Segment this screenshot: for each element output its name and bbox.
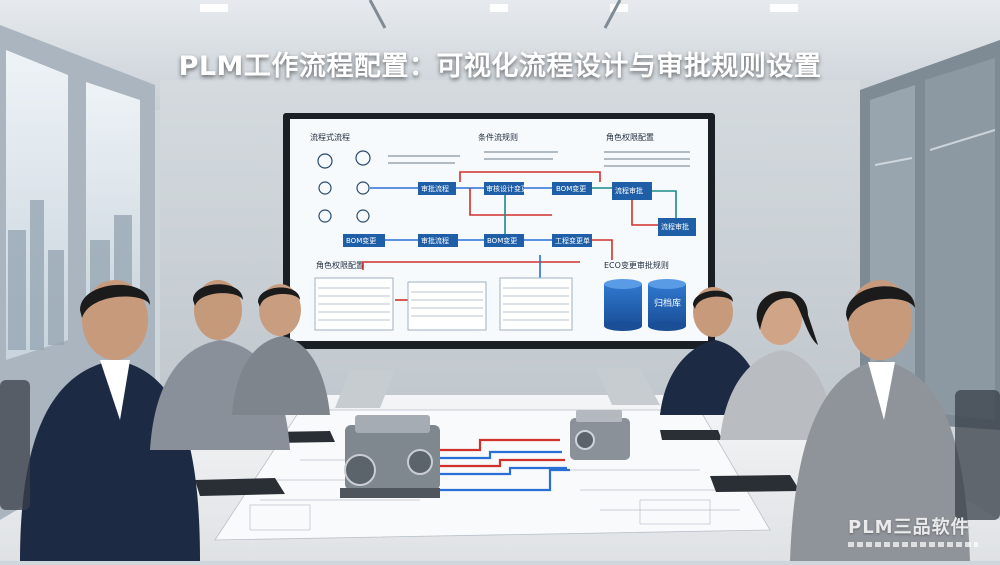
svg-text:工程变更单: 工程变更单 xyxy=(555,236,590,245)
chairs xyxy=(0,380,1000,520)
screen-section-1: 流程式流程 xyxy=(310,132,350,142)
person-5 xyxy=(720,291,835,440)
svg-text:流程审批: 流程审批 xyxy=(615,186,643,195)
svg-text:审批流程: 审批流程 xyxy=(421,236,449,245)
engine-model-large xyxy=(340,415,440,498)
flow-boxes xyxy=(343,182,696,247)
headline: PLM工作流程配置：可视化流程设计与审批规则设置 xyxy=(178,51,822,82)
screen-section-3: 角色权限配置 xyxy=(606,132,654,142)
svg-text:BOM变更: BOM变更 xyxy=(487,236,517,245)
ceiling-vents xyxy=(368,0,622,29)
watermark-tagline xyxy=(848,542,978,547)
flow-box-9 xyxy=(658,218,696,236)
flow-box-5 xyxy=(418,234,458,247)
ceiling-lights xyxy=(200,4,798,12)
flow-box-8 xyxy=(612,182,652,200)
flow-box-2 xyxy=(484,182,524,195)
table-flow-lines xyxy=(435,438,570,492)
svg-text:审核设计变更: 审核设计变更 xyxy=(486,184,528,193)
person-6 xyxy=(790,280,970,561)
city-skyline xyxy=(8,200,132,350)
svg-text:BOM变更: BOM变更 xyxy=(346,236,376,245)
person-1 xyxy=(20,280,200,561)
flow-box-3 xyxy=(552,182,592,195)
svg-text:BOM变更: BOM变更 xyxy=(556,184,586,193)
flow-nodes-left xyxy=(317,150,371,223)
flow-box-1 xyxy=(418,182,456,195)
flow-box-6 xyxy=(484,234,524,247)
svg-text:流程审批: 流程审批 xyxy=(661,222,689,231)
screen-tables xyxy=(314,277,573,331)
engine-model-small xyxy=(570,410,630,460)
watermark-text: PLM三品软件 xyxy=(848,517,970,538)
screen-section-4: 角色权限配置 xyxy=(316,260,364,270)
svg-text:审批流程: 审批流程 xyxy=(421,184,449,193)
screen-databases xyxy=(604,279,686,331)
db-label: 归档库 xyxy=(654,297,681,309)
flow-box-7 xyxy=(552,234,592,247)
flow-box-4 xyxy=(343,234,385,247)
flow-arrows xyxy=(362,171,677,301)
person-3 xyxy=(232,284,330,415)
screen-section-5: ECO变更审批规则 xyxy=(604,260,669,270)
screen-section-2: 条件流规则 xyxy=(478,132,518,142)
watermark-logo: PLM三品软件 xyxy=(848,513,978,547)
table-devices xyxy=(195,368,800,496)
screen-text-lines xyxy=(388,151,690,167)
